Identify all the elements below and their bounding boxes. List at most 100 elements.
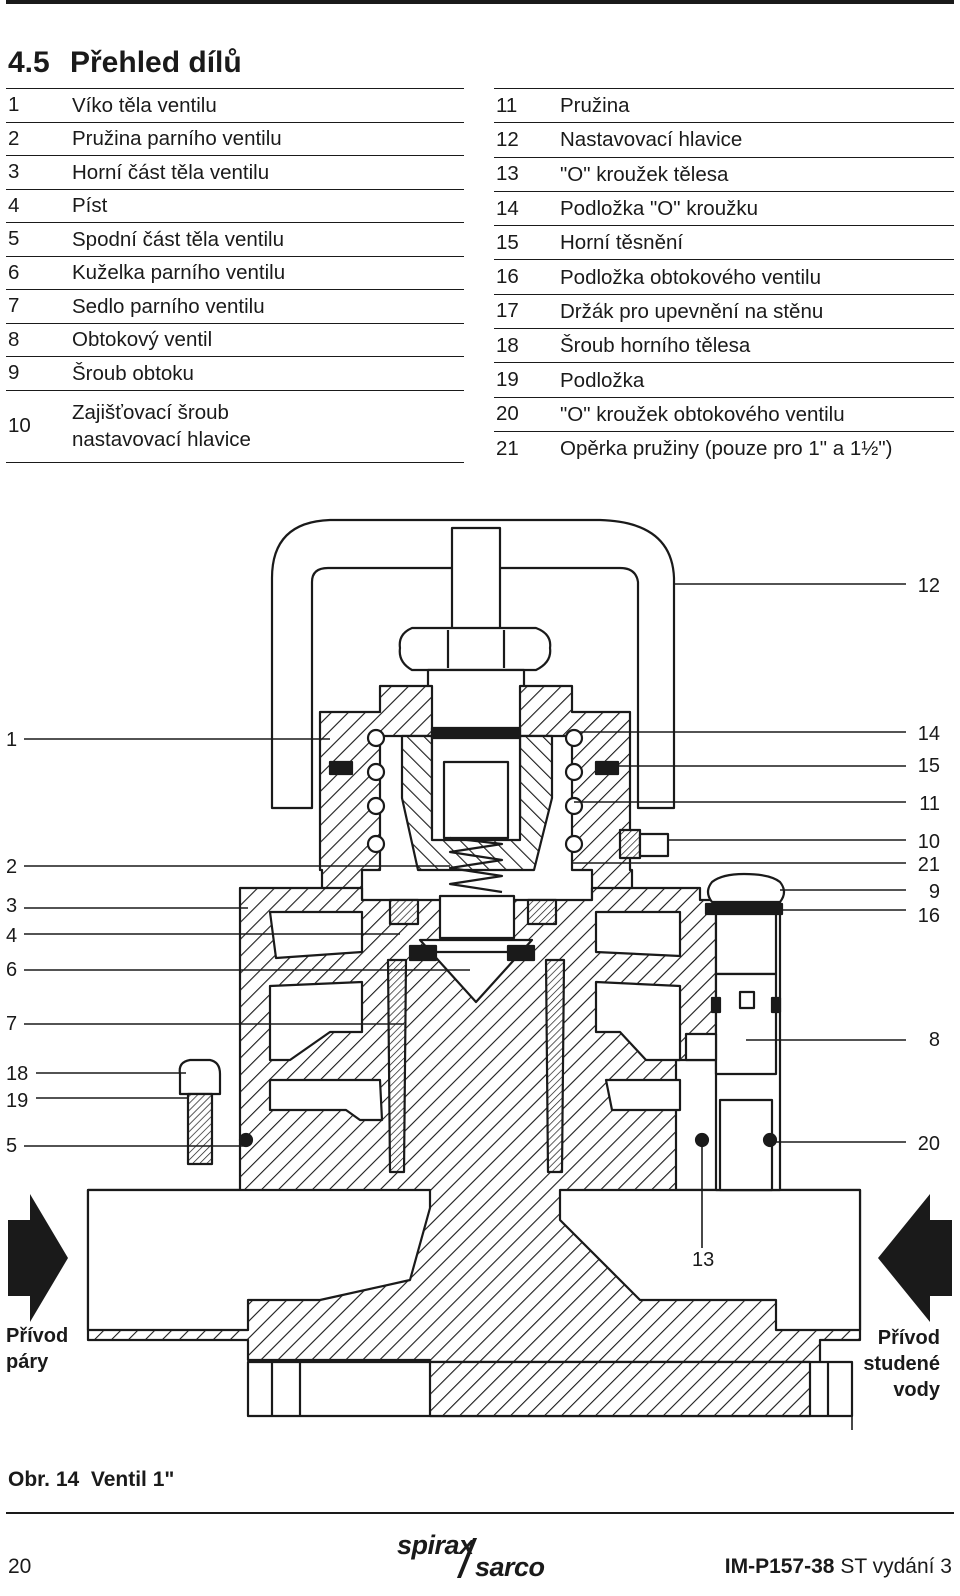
callout-10: 10 [918,831,940,853]
part-label: Horní část těla ventilu [72,160,270,184]
parts-row: 4 Píst [6,188,464,223]
valve-cone [418,938,534,1004]
part-label: Opěrka pružiny (pouze pro 1" a 1½") [560,437,893,461]
steam-inlet-arrow [8,1194,68,1322]
figure-caption-label: Obr. 14 [8,1468,80,1491]
part-number: 5 [8,227,20,251]
part-number: 12 [496,127,519,151]
callout-8: 8 [929,1029,940,1051]
water-inlet-label-line1: Přívod [878,1327,940,1349]
parts-row: 16 Podložka obtokového ventilu [494,259,954,293]
callout-11: 11 [919,793,940,815]
spirax-sarco-logo: spirax sarco [397,1530,567,1586]
figure-caption-text: Ventil 1" [90,1468,175,1491]
parts-row: 2 Pružina parního ventilu [6,121,464,156]
part-label: Sedlo parního ventilu [72,294,265,318]
part-number: 14 [496,196,519,220]
steam-valve-spring [448,836,504,894]
bottom-rule [6,1512,954,1514]
callout-19: 19 [6,1090,28,1112]
part-label: Nastavovací hlavice [560,128,743,152]
part-number: 18 [496,333,519,357]
outlet-passage [558,1188,862,1332]
callout-7: 7 [6,1013,17,1035]
parts-row: 7 Sedlo parního ventilu [6,289,464,323]
part-label: Podložka [560,368,645,392]
part-number: 4 [8,193,20,217]
top-rule [6,0,954,4]
part-number: 1 [8,93,20,117]
document-edition: ST vydání 3 [840,1555,952,1578]
figure-caption: Obr. 14 Ventil 1" [8,1468,174,1492]
callout-12: 12 [918,575,940,597]
callout-9: 9 [929,881,940,903]
part-label: Pružina parního ventilu [72,127,282,151]
inlet-passage [86,1188,432,1332]
document-reference: IM-P157-38 ST vydání 3 [725,1555,952,1579]
part-label: Šroub obtoku [72,361,194,385]
part-label: Držák pro upevnění na stěnu [560,299,824,323]
document-code: IM-P157-38 [724,1555,835,1578]
part-number: 15 [496,230,519,254]
part-label: "O" kroužek tělesa [560,162,729,186]
callout-20: 20 [918,1133,940,1155]
callout-18: 18 [6,1063,28,1085]
callout-3: 3 [6,895,17,917]
parts-row: 14 Podložka "O" kroužku [494,190,954,225]
part-number: 2 [8,126,20,150]
part-label: Píst [72,194,108,218]
part-label: Pružina [560,94,630,118]
parts-row: 9 Šroub obtoku [6,356,464,390]
callout-2: 2 [6,856,17,878]
page-number: 20 [8,1555,32,1578]
callout-13: 13 [692,1249,714,1271]
part-label: Spodní část těla ventilu [72,227,284,251]
part-number: 11 [496,93,518,117]
body-bolt [178,1058,222,1096]
section-title: 4.5 Přehled dílů [8,46,242,80]
part-number: 17 [496,299,519,323]
section-number: 4.5 [8,46,50,79]
parts-row: 17 Držák pro upevnění na stěnu [494,293,954,328]
callout-14: 14 [918,723,940,745]
section-heading: Přehled dílů [70,46,242,79]
parts-list-left: 1 Víko těla ventilu 2 Pružina parního vent… [6,88,464,463]
parts-row: 5 Spodní část těla ventilu [6,222,464,256]
callout-4: 4 [6,925,17,947]
valve-cross-section-diagram: 1 2 3 4 6 7 18 19 5 12 14 15 11 10 21 9 … [6,518,952,1430]
part-label: Podložka obtokového ventilu [560,265,821,289]
adjustment-nut [398,626,552,672]
water-inlet-label-line2: studené [863,1353,940,1375]
part-number: 9 [8,361,20,385]
part-number: 20 [496,402,519,426]
part-label: Víko těla ventilu [72,93,217,117]
steam-inlet-label-line1: Přívod [6,1325,68,1347]
parts-row: 12 Nastavovací hlavice [494,122,954,156]
logo-text-top: spirax [397,1530,474,1560]
parts-list-right: 11 Pružina 12 Nastavovací hlavice 13 "O" kr… [494,88,954,465]
callout-6: 6 [6,959,17,981]
callout-15: 15 [918,755,940,777]
water-inlet-arrow [878,1194,952,1322]
part-label: Obtokový ventil [72,328,213,352]
water-inlet-label-line3: vody [893,1379,941,1401]
upper-body [318,684,434,902]
part-label: Podložka "O" kroužku [560,197,759,221]
part-label: "O" kroužek obtokového ventilu [560,402,845,426]
part-number: 7 [8,294,20,318]
parts-row: 20 "O" kroužek obtokového ventilu [494,396,954,431]
parts-row: 1 Víko těla ventilu [6,88,464,122]
part-label-line1: Zajišťovací šroub [72,401,229,424]
part-number: 16 [496,265,519,289]
part-label: Horní těsnění [560,231,684,255]
parts-row: 13 "O" kroužek tělesa [494,156,954,191]
part-number: 13 [496,162,519,186]
